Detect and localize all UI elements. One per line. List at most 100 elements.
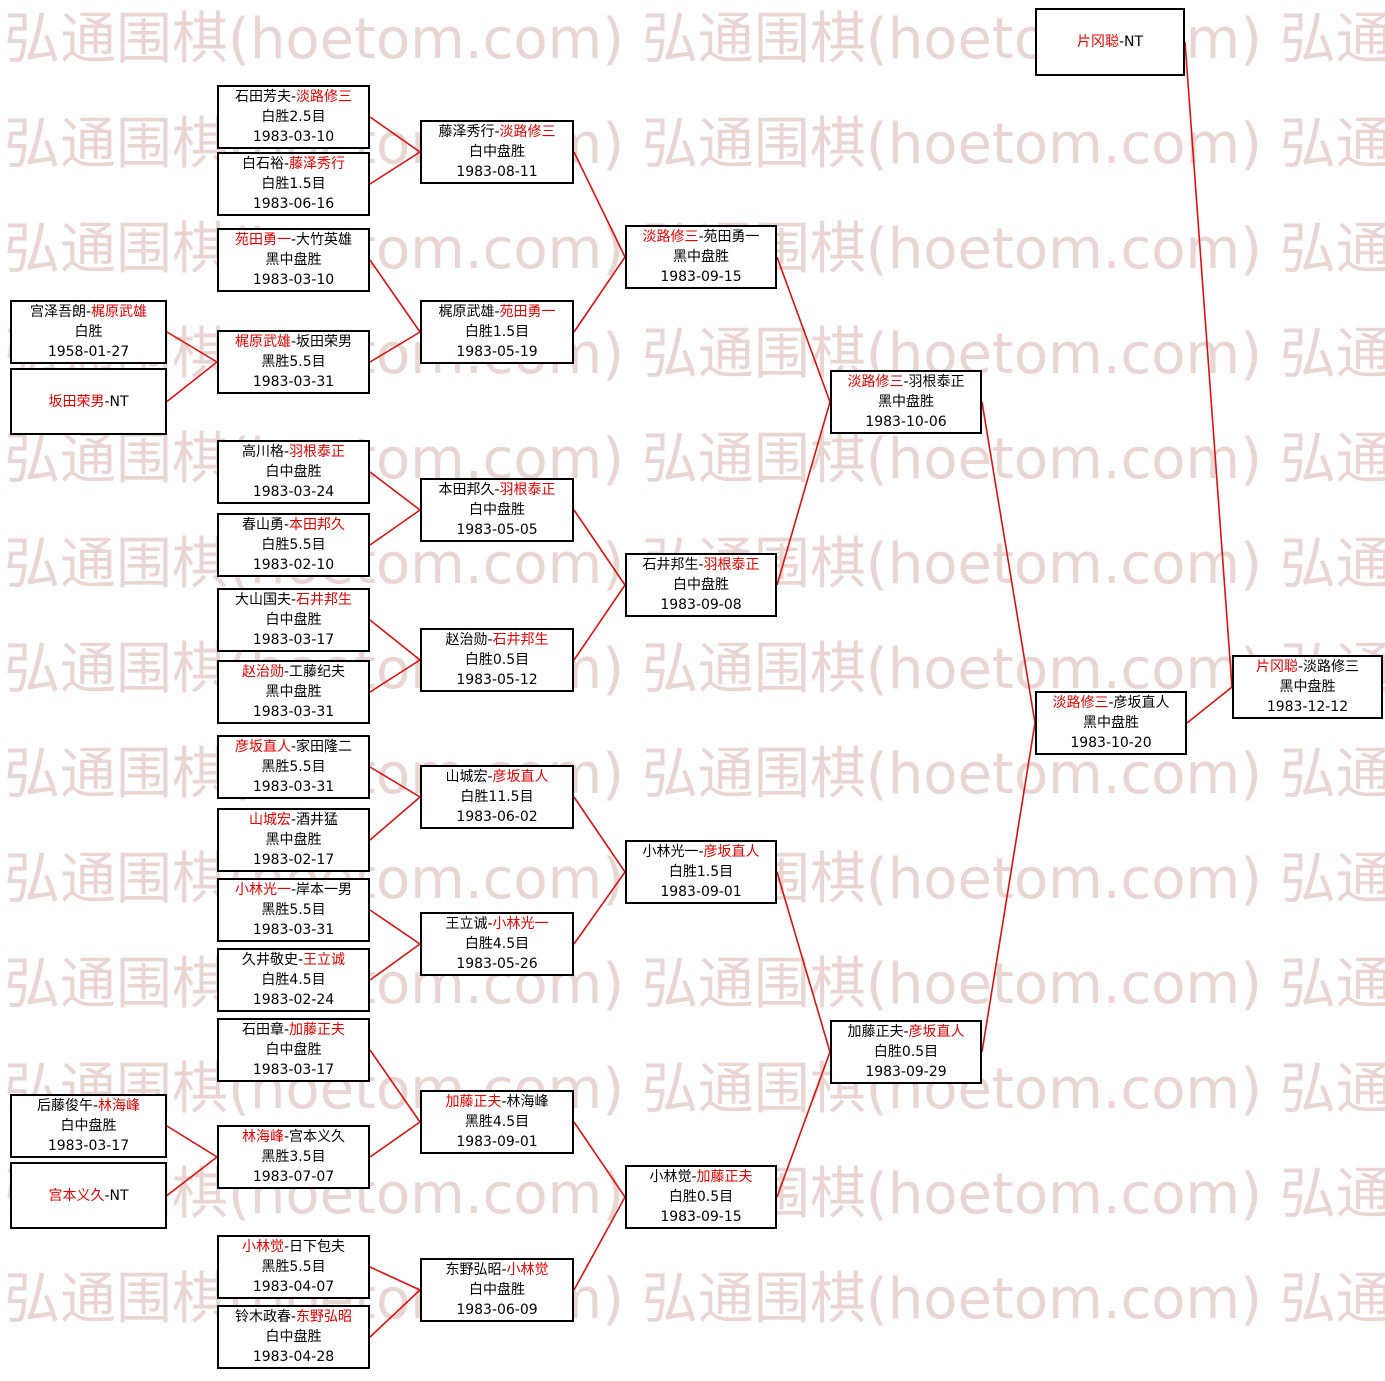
- match-players: 加藤正夫-彦坂直人: [847, 1024, 965, 1040]
- winner-name: 藤泽秀行: [289, 156, 346, 172]
- match-players: 东野弘昭-小林觉: [445, 1262, 549, 1278]
- match-players: 白石裕-藤泽秀行: [241, 156, 346, 172]
- match-result: 白中盘胜: [60, 1118, 117, 1134]
- match-result: 黑胜5.5目: [261, 1259, 326, 1275]
- match-date: 1983-03-17: [252, 632, 335, 648]
- winner-name: 东野弘昭: [296, 1309, 353, 1325]
- winner-name: 淡路修三: [642, 229, 699, 245]
- match-date: 1983-03-31: [252, 704, 335, 720]
- match-result: 白胜5.5目: [261, 537, 326, 553]
- winner-name: 本田邦久: [289, 517, 346, 533]
- match-players: 赵治勋-石井邦生: [445, 632, 549, 648]
- connector-line: [573, 256, 626, 333]
- match-date: 1983-04-28: [252, 1349, 335, 1365]
- connector-line: [776, 256, 831, 403]
- match-players: 石田芳夫-淡路修三: [234, 89, 353, 105]
- match-date: 1958-01-27: [47, 344, 130, 360]
- connector-line: [369, 909, 421, 945]
- connector-line: [776, 1051, 831, 1198]
- winner-name: 宫本义久: [48, 1187, 105, 1204]
- connector-line: [369, 796, 421, 841]
- match-result: 黑中盘胜: [673, 249, 729, 265]
- connector-line: [369, 151, 421, 185]
- match-date: 1983-09-15: [660, 1209, 742, 1225]
- winner-name: 赵治勋: [241, 664, 284, 680]
- connector-line: [369, 509, 421, 546]
- connector-line: [573, 151, 626, 258]
- connector-line: [573, 1121, 626, 1198]
- winner-name: 羽根泰正: [289, 444, 346, 460]
- match-players: 淡路修三-羽根泰正: [847, 374, 965, 390]
- connector-line: [369, 1049, 421, 1123]
- winner-name: 小林觉: [506, 1262, 549, 1278]
- match-result: 白胜1.5目: [668, 864, 734, 880]
- connector-line: [573, 1196, 626, 1291]
- match-result: 黑胜5.5目: [261, 759, 326, 775]
- match-result: 黑中盘胜: [1083, 715, 1139, 731]
- connector-line: [369, 659, 421, 693]
- match-date: 1983-09-08: [660, 597, 742, 613]
- winner-name: 片冈聪: [1255, 659, 1298, 675]
- winner-name: 林海峰: [98, 1098, 141, 1114]
- match-players: 小林光一-岸本一男: [234, 882, 353, 898]
- connector-line: [776, 871, 831, 1053]
- match-players: 苑田勇一-大竹英雄: [234, 232, 353, 248]
- connector-line: [981, 401, 1036, 724]
- match-result: 白胜4.5目: [464, 936, 530, 952]
- match-players: 淡路修三-苑田勇一: [642, 229, 760, 245]
- winner-name: 小林觉: [241, 1239, 284, 1255]
- connector-line: [573, 584, 626, 661]
- match-date: 1983-06-09: [456, 1302, 538, 1318]
- connector-line: [1184, 41, 1233, 688]
- match-date: 1983-03-31: [252, 922, 335, 938]
- match-players: 后藤俊午-林海峰: [36, 1098, 141, 1114]
- connector-line: [166, 1156, 218, 1197]
- winner-name: 王立诚: [303, 952, 346, 968]
- match-result: 白胜1.5目: [464, 324, 530, 340]
- connector-line: [369, 331, 421, 363]
- match-result: 黑中盘胜: [265, 832, 322, 848]
- match-result: 白中盘胜: [673, 577, 729, 593]
- connector-line: [369, 766, 421, 798]
- winner-name: 羽根泰正: [703, 557, 760, 573]
- match-box: 坂田荣男-NT: [10, 368, 167, 435]
- winner-name: 加藤正夫: [445, 1094, 502, 1110]
- winner-name: 彦坂直人: [908, 1024, 965, 1040]
- connector-line: [369, 1266, 421, 1291]
- match-players: 石田章-加藤正夫: [241, 1022, 346, 1038]
- winner-name: 苑田勇一: [499, 304, 556, 320]
- connector-line: [573, 871, 626, 945]
- match-date: 1983-05-19: [456, 344, 538, 360]
- match-players: 山城宏-彦坂直人: [445, 769, 549, 785]
- match-players: 彦坂直人-家田隆二: [234, 739, 353, 755]
- match-players: 宫本义久-NT: [48, 1187, 129, 1204]
- winner-name: 淡路修三: [1052, 695, 1109, 711]
- winner-name: 彦坂直人: [703, 844, 760, 860]
- match-players: 片冈聪-淡路修三: [1255, 659, 1360, 675]
- match-result: 白中盘胜: [265, 464, 322, 480]
- match-date: 1983-03-31: [252, 374, 335, 390]
- connector-line: [369, 619, 421, 661]
- match-players: 铃木政春-东野弘昭: [234, 1309, 353, 1325]
- match-date: 1983-04-07: [252, 1279, 335, 1295]
- connector-line: [166, 331, 218, 363]
- connector-line: [369, 1289, 421, 1338]
